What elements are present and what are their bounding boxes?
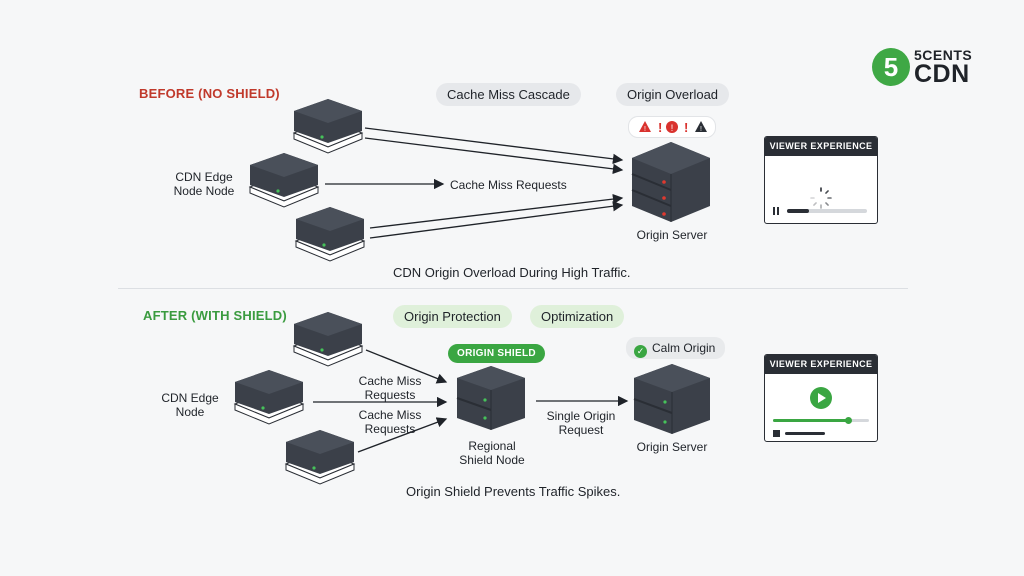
alert-icons-bar: ! ! ! ! ! [628,116,716,138]
arrow-bot-2 [369,201,624,239]
progress-track[interactable] [773,417,869,424]
check-icon: ✓ [634,345,647,358]
before-caption: CDN Origin Overload During High Traffic. [393,265,631,280]
viewer-experience-buffering: VIEWER EXPERIENCE [764,136,878,224]
pause-icon[interactable] [773,207,780,215]
origin-server-overloaded [631,142,710,222]
viewer-experience-playing: VIEWER EXPERIENCE [764,354,878,442]
progress-fill [787,209,809,213]
svg-text:!: ! [644,126,646,133]
edge-server-bottom [284,430,356,485]
section-divider [118,288,908,289]
edge-server-middle [233,370,305,425]
svg-text:!: ! [671,123,674,133]
arrow-top-2 [364,137,624,175]
progress-fill [773,419,848,422]
warning-icon: ! [639,121,651,133]
arrow-top-1 [364,127,624,165]
brand-name-bottom: CDN [914,60,970,88]
warning-icon: ! [695,121,707,133]
pill-origin-overload: Origin Overload [616,83,730,106]
arrow-bot-1 [369,193,624,229]
svg-text:!: ! [700,126,702,133]
exclamation-icon: ! [658,120,662,135]
edge-server-top [292,99,364,154]
pill-cache-miss-cascade: Cache Miss Cascade [436,83,581,106]
time-bar [785,432,825,435]
after-section-title: AFTER (WITH SHIELD) [143,308,287,323]
stop-icon[interactable] [773,430,780,437]
arrow-after-bot [357,417,448,453]
brand-logo-mark: 5 [872,48,910,86]
viewer-title: VIEWER EXPERIENCE [765,355,877,374]
after-caption: Origin Shield Prevents Traffic Spikes. [406,484,621,499]
before-section-title: BEFORE (NO SHIELD) [139,86,280,101]
edge-server-top [292,312,364,367]
brand-name-top: 5CENTS [914,47,973,63]
loading-spinner-icon [810,187,832,209]
after-origin-label: Origin Server [636,440,708,454]
edge-server-bottom [294,207,366,262]
pill-origin-protection: Origin Protection [393,305,512,328]
cache-miss-requests-label: Cache Miss Requests [450,178,567,192]
calm-origin-badge: ✓Calm Origin [626,337,726,359]
progress-knob[interactable] [844,417,852,424]
arrow-after-top [365,349,448,384]
play-icon[interactable] [809,386,833,410]
viewer-title: VIEWER EXPERIENCE [765,137,877,156]
exclamation-icon: ! [684,120,688,135]
edge-server-middle [248,153,320,208]
pill-optimization: Optimization [530,305,625,328]
regional-shield-server [456,366,525,430]
progress-track[interactable] [787,209,867,213]
alert-circle-icon: ! [666,121,678,133]
origin-shield-badge: ORIGIN SHIELD [448,344,545,363]
origin-server-calm [633,364,710,434]
before-origin-label: Origin Server [636,228,708,242]
